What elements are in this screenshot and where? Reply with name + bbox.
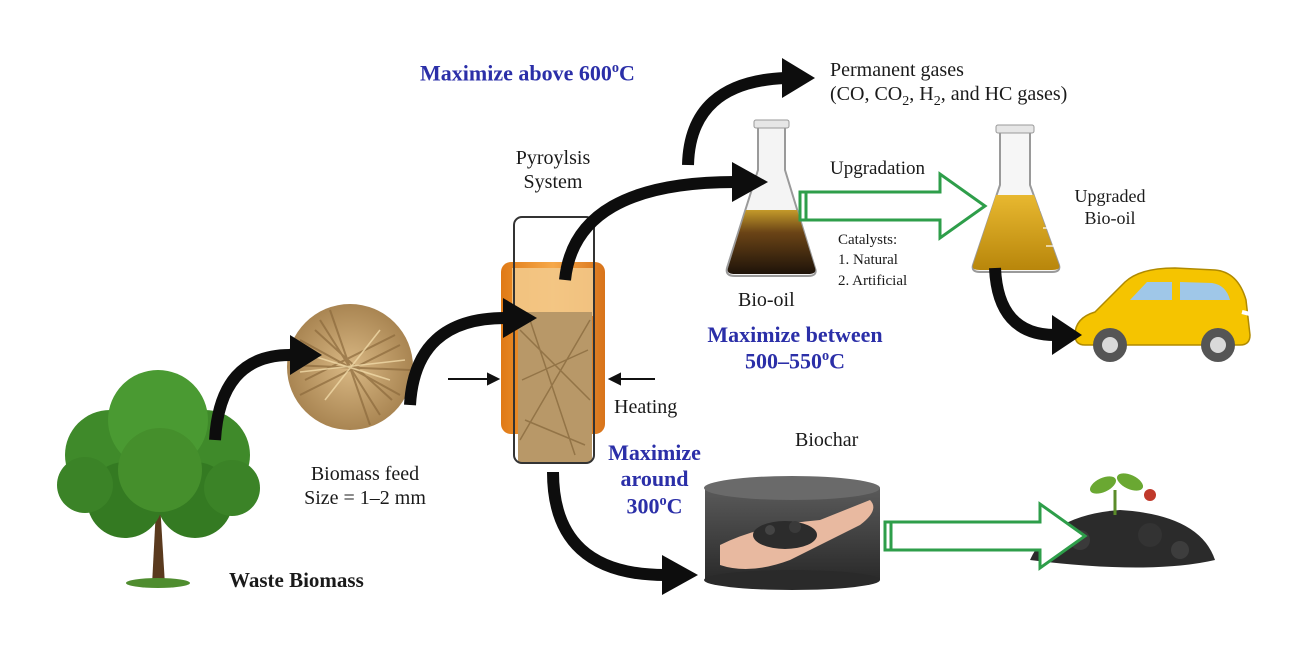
upgradation-label: Upgradation — [830, 158, 925, 179]
heating-label: Heating — [614, 396, 678, 418]
arrow-reactor-to-biooil — [559, 176, 736, 281]
catalysts-label: Catalysts: 1. Natural 2. Artificial — [838, 230, 907, 291]
arrow-tree-to-feed — [209, 349, 291, 441]
pyrolysis-reactor — [501, 216, 605, 464]
max-gas-temp-label: Maximize above 600oC — [420, 60, 635, 86]
permanent-gases-label: Permanent gases (CO, CO2, H2, and HC gas… — [830, 58, 1067, 111]
max-char-line3: 300oC — [626, 492, 683, 519]
catalyst-artificial: 2. Artificial — [838, 272, 908, 289]
biomass-feed-image — [287, 304, 413, 430]
pyrolysis-system-label: Pyroylsis System — [478, 146, 628, 194]
permanent-gases-title: Permanent gases — [830, 59, 964, 81]
arrow-to-car — [989, 267, 1056, 341]
bio-oil-label: Bio-oil — [738, 289, 795, 311]
max-char-line2: around — [620, 466, 689, 492]
max-oil-line2: 500–550oC — [744, 348, 846, 374]
max-char-temp-label: Maximize around 300oC — [592, 440, 717, 520]
max-char-line1: Maximize — [608, 440, 701, 465]
tree-icon — [57, 370, 260, 588]
arrow-heads — [290, 58, 1082, 595]
green-arrow-upgradation — [798, 171, 988, 241]
pyrolysis-title: Pyroylsis — [515, 147, 591, 169]
car-icon — [1074, 267, 1251, 362]
feed-size-text: Size = 1–2 mm — [304, 487, 426, 509]
heating-arrows — [448, 372, 655, 386]
catalysts-title: Catalysts: — [838, 232, 898, 248]
arrow-reactor-to-biochar — [547, 471, 666, 581]
max-oil-temp-label: Maximize between 500–550oC — [670, 322, 920, 375]
biomass-feed-title: Biomass feed — [310, 463, 420, 485]
bio-oil-flask — [725, 119, 817, 277]
upgraded-bio-oil-label: Upgraded Bio-oil — [1060, 186, 1160, 229]
green-arrow-biochar-to-soil — [883, 501, 1088, 571]
waste-biomass-label: Waste Biomass — [229, 568, 364, 592]
upgraded-title: Upgraded — [1074, 186, 1146, 206]
max-oil-line1: Maximize between — [707, 322, 883, 347]
pyrolysis-subtitle: System — [523, 171, 583, 193]
arrow-to-gases — [682, 72, 786, 166]
flow-arrows — [209, 72, 1056, 581]
catalyst-natural: 1. Natural — [838, 252, 898, 269]
biochar-image — [704, 476, 880, 590]
biochar-label: Biochar — [795, 429, 859, 451]
gas-list: (CO, CO2, H2, and HC gases) — [830, 83, 1068, 109]
biomass-feed-label: Biomass feed Size = 1–2 mm — [285, 462, 445, 510]
plant-in-biochar-icon — [1030, 473, 1215, 568]
upgraded-subtitle: Bio-oil — [1084, 207, 1136, 228]
upgraded-bio-oil-flask — [971, 124, 1061, 273]
arrow-feed-to-reactor — [404, 312, 506, 406]
